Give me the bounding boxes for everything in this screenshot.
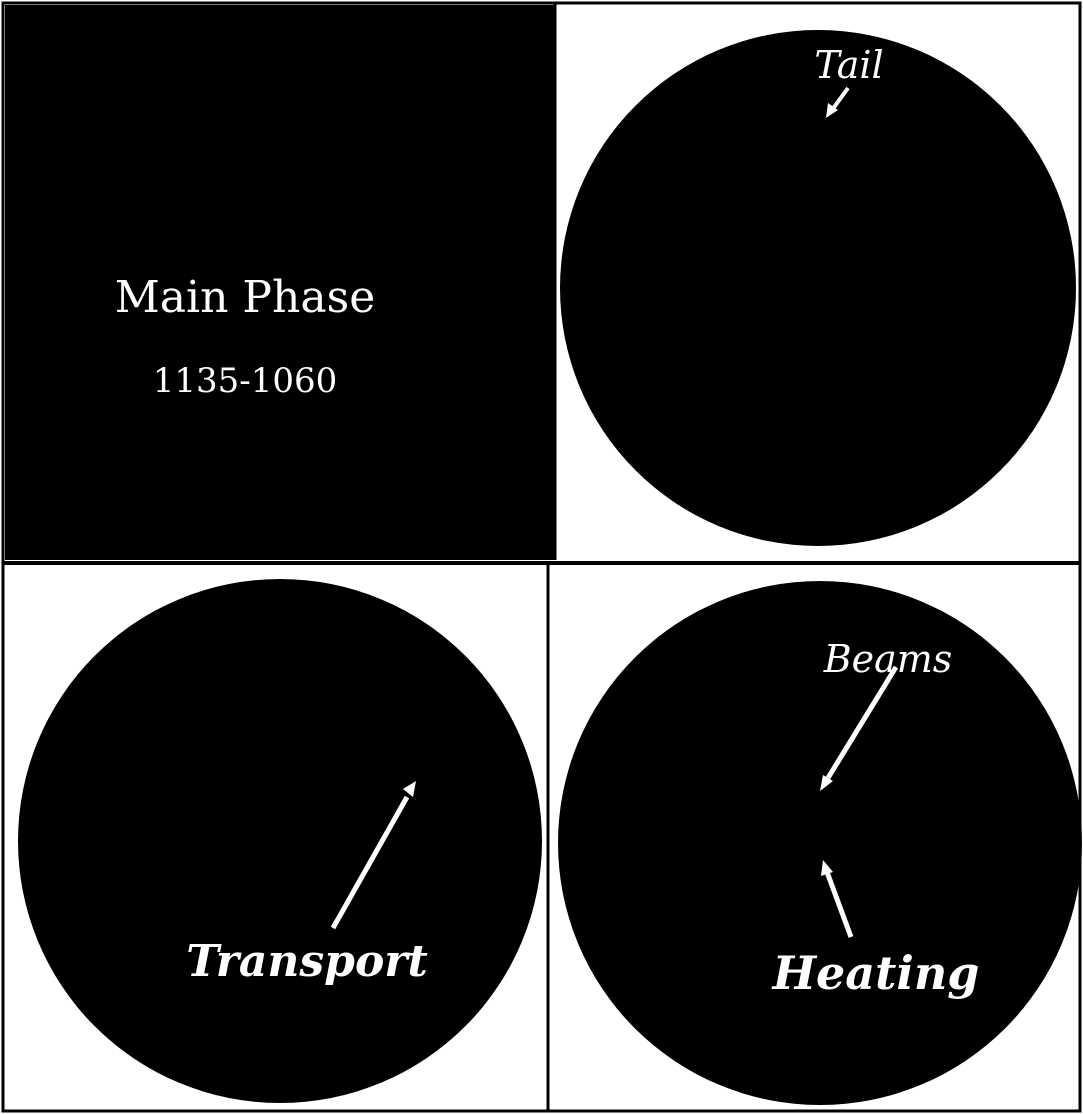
disk-top-right	[560, 30, 1076, 546]
beams-label: Beams	[823, 637, 953, 681]
panel-bottom-left: Transport	[18, 579, 542, 1103]
panel-subtitle: 1135-1060	[153, 361, 338, 401]
disk-bottom-right	[558, 581, 1082, 1105]
panel-bottom-right: Beams Heating	[558, 581, 1082, 1105]
panel-top-left: Main Phase 1135-1060	[5, 5, 555, 560]
disk-bottom-left	[18, 579, 542, 1103]
tail-label: Tail	[814, 43, 883, 87]
panel-top-right: Tail	[560, 30, 1076, 546]
heating-label: Heating	[771, 946, 980, 1000]
panel-title: Main Phase	[115, 272, 375, 323]
transport-label: Transport	[186, 936, 428, 987]
